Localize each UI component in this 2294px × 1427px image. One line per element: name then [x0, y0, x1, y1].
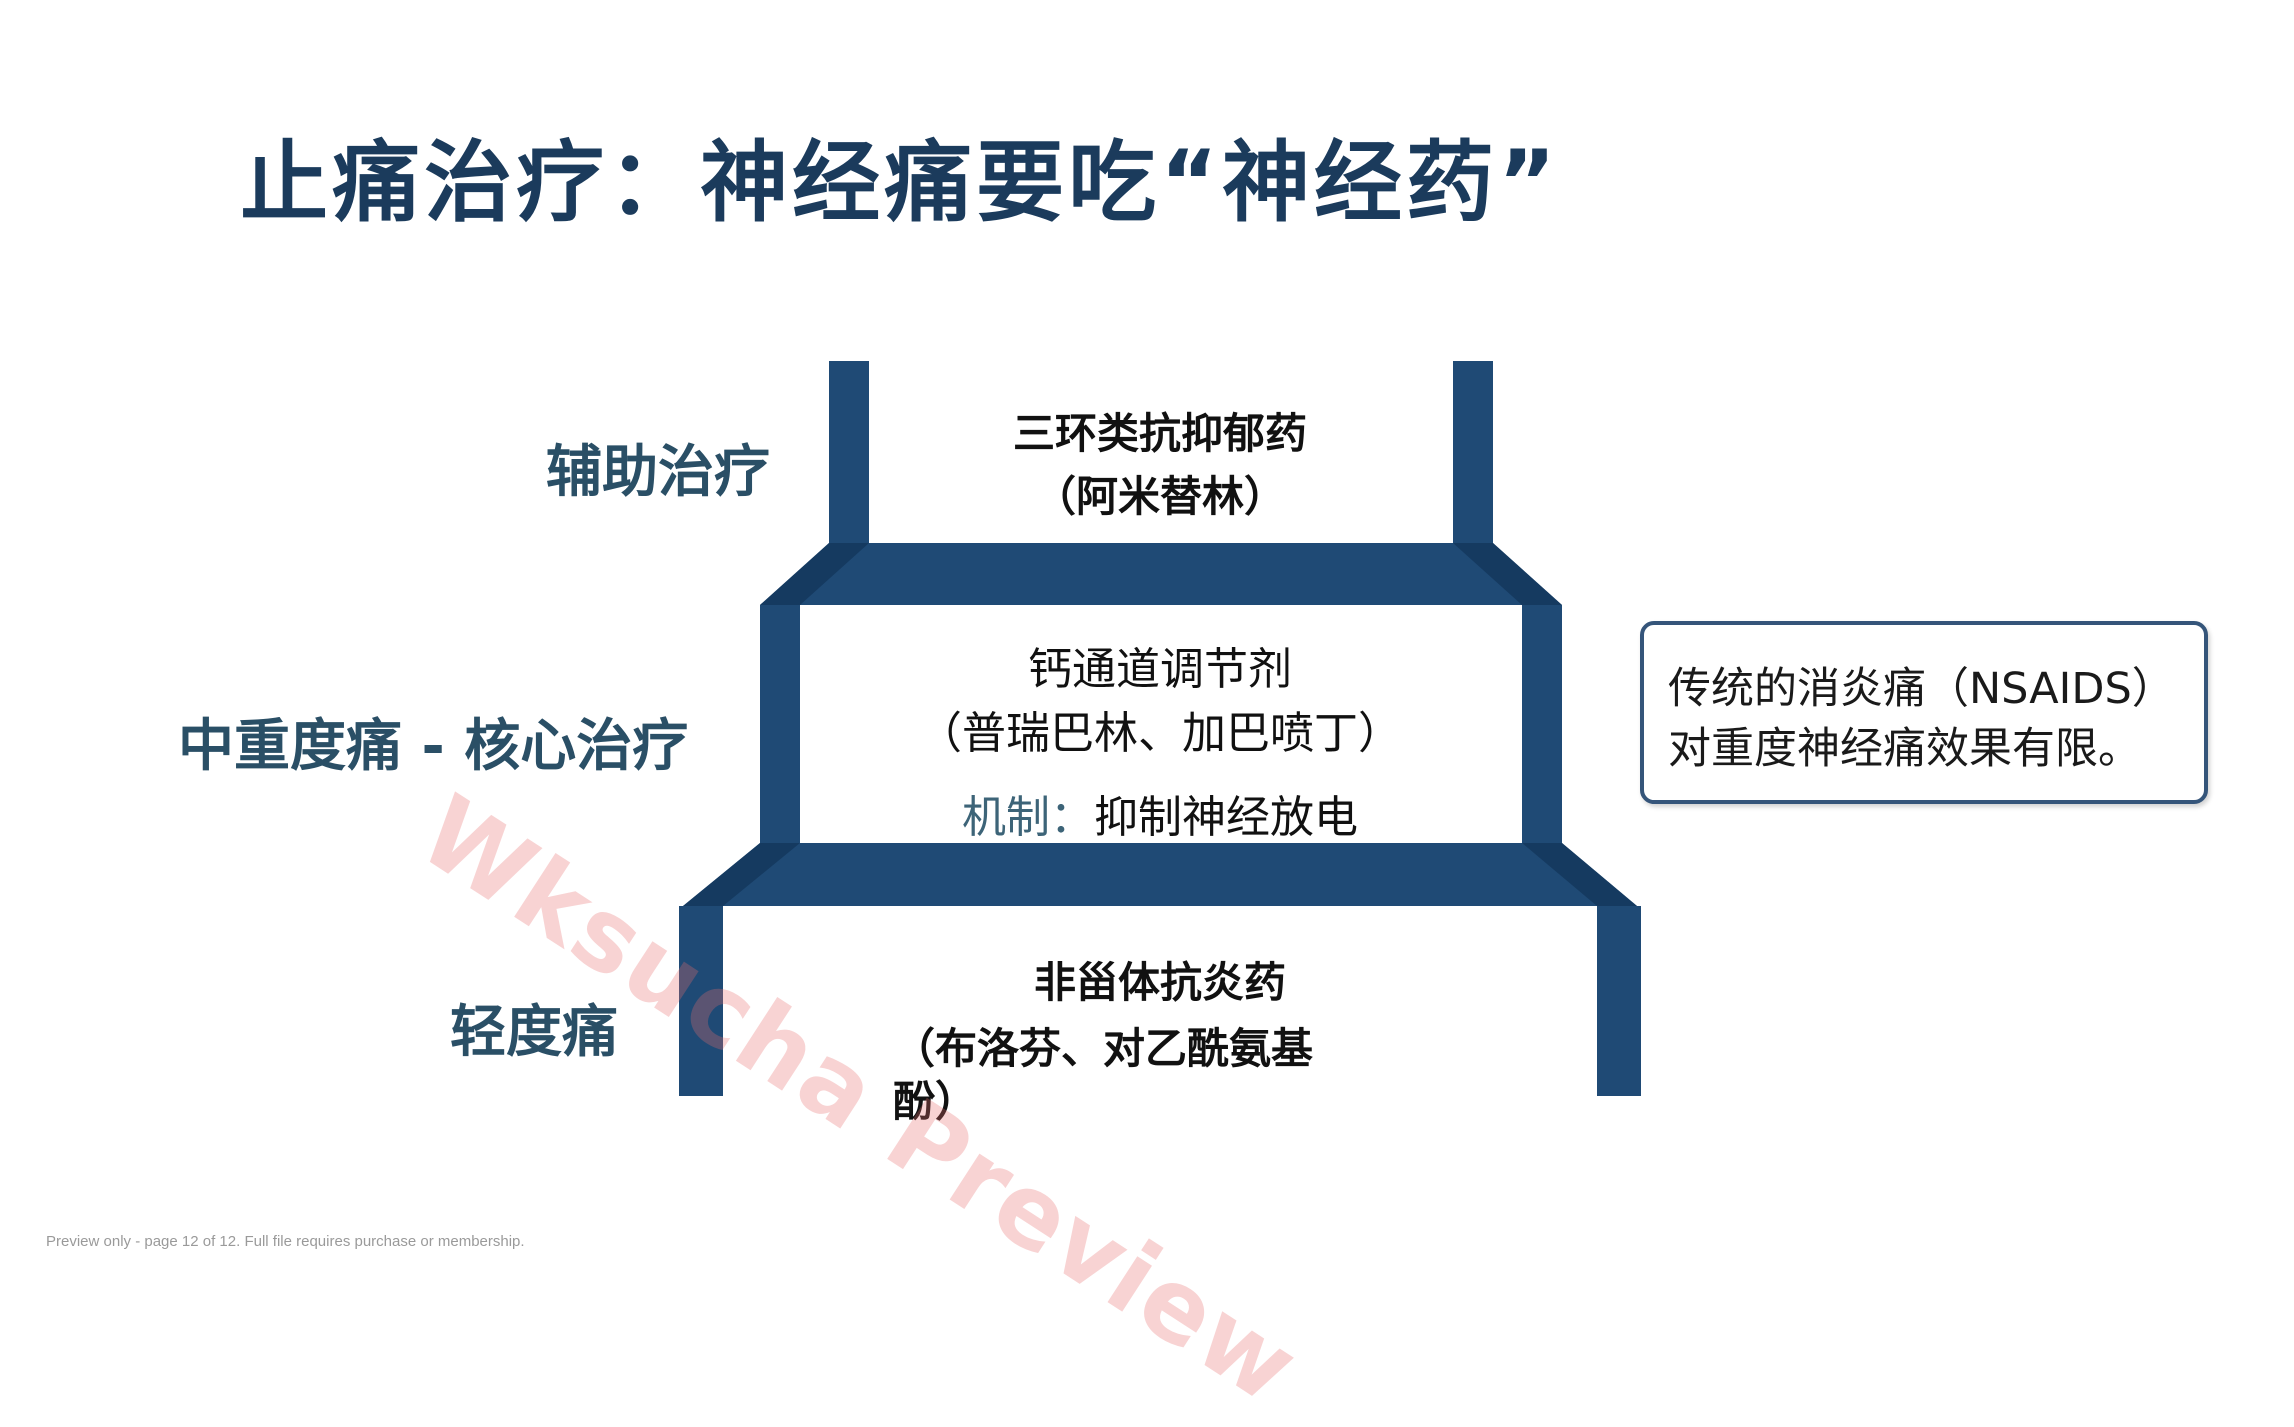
- ladder-post-middle-left: [760, 605, 800, 845]
- ladder-post-top-left: [829, 361, 869, 543]
- ladder-rung-middle-shade-right: [1522, 843, 1637, 906]
- ladder-post-top-right: [1453, 361, 1493, 543]
- level-label-bottom: 轻度痛: [450, 1000, 618, 1065]
- mechanism-text: 抑制神经放电: [1094, 792, 1358, 843]
- bottom-drug-example-line2: 酚）: [893, 1077, 978, 1126]
- note-line-2: 对重度神经痛效果有限。: [1668, 724, 2141, 774]
- ladder-rung-middle-shade: [683, 843, 800, 906]
- middle-mechanism: 机制：抑制神经放电: [900, 781, 1420, 845]
- ladder-rung-top: [760, 543, 1562, 605]
- bottom-drug-name: 非甾体抗炎药: [1033, 958, 1286, 1007]
- middle-drug-name: 钙通道调节剂: [1028, 644, 1292, 695]
- bottom-drug-example-line1: （布洛芬、对乙酰氨基: [893, 1024, 1314, 1073]
- top-drug-name: 三环类抗抑郁药: [1012, 409, 1307, 458]
- middle-drug-example: （普瑞巴林、加巴喷丁）: [918, 708, 1402, 759]
- ladder-post-bottom-left: [679, 906, 723, 1096]
- note-line-1: 传统的消炎痛（NSAIDS）: [1668, 664, 2175, 714]
- level-label-top: 辅助治疗: [546, 440, 770, 505]
- top-drug-example: （阿米替林）: [1033, 472, 1286, 521]
- ladder-rung-top-shade: [760, 543, 869, 605]
- ladder-post-middle-right: [1522, 605, 1562, 845]
- page-title: 止痛治疗：神经痛要吃“神经药”: [240, 131, 1560, 234]
- level-label-middle: 中重度痛 - 核心治疗: [178, 714, 689, 779]
- preview-footer-note: Preview only - page 12 of 12. Full file …: [46, 1233, 525, 1250]
- nsaids-note-box: 传统的消炎痛（NSAIDS） 对重度神经痛效果有限。: [1640, 621, 2208, 804]
- mechanism-prefix: 机制：: [962, 792, 1094, 843]
- ladder-rung-top-shade-right: [1453, 543, 1562, 605]
- ladder-rung-middle: [683, 843, 1637, 906]
- ladder-diagram: [679, 361, 1641, 1096]
- ladder-post-bottom-right: [1597, 906, 1641, 1096]
